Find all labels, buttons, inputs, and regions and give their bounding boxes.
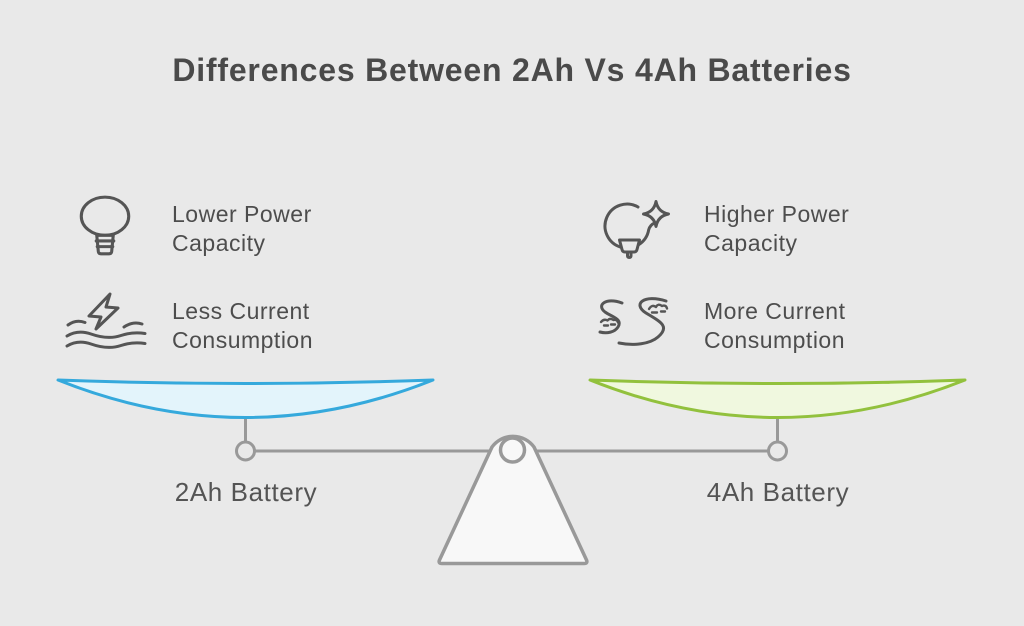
feature-less-current-consumption: Less Current Consumption [172,298,314,353]
feature-lower-power-capacity: Lower Power Capacity [172,201,312,256]
pan-stems [244,416,779,443]
bulb-sparkle-icon [600,192,672,260]
bolt-waves-icon [64,291,148,353]
right-pan-label: 4Ah Battery [706,477,850,507]
beam-joint-right [767,440,788,462]
river-icon [592,293,676,353]
fulcrum [437,434,589,566]
page-title: Differences Between 2Ah Vs 4Ah Batteries [172,52,852,88]
left-pan-label: 2Ah Battery [174,477,318,507]
feature-more-current-consumption: More Current Consumption [704,298,846,353]
feature-higher-power-capacity: Higher Power Capacity [704,201,850,256]
right-pan [588,378,967,419]
fulcrum-pivot-hole [498,436,527,464]
lightbulb-icon [72,193,138,259]
left-pan [56,378,435,419]
beam-joint-left [235,440,256,462]
